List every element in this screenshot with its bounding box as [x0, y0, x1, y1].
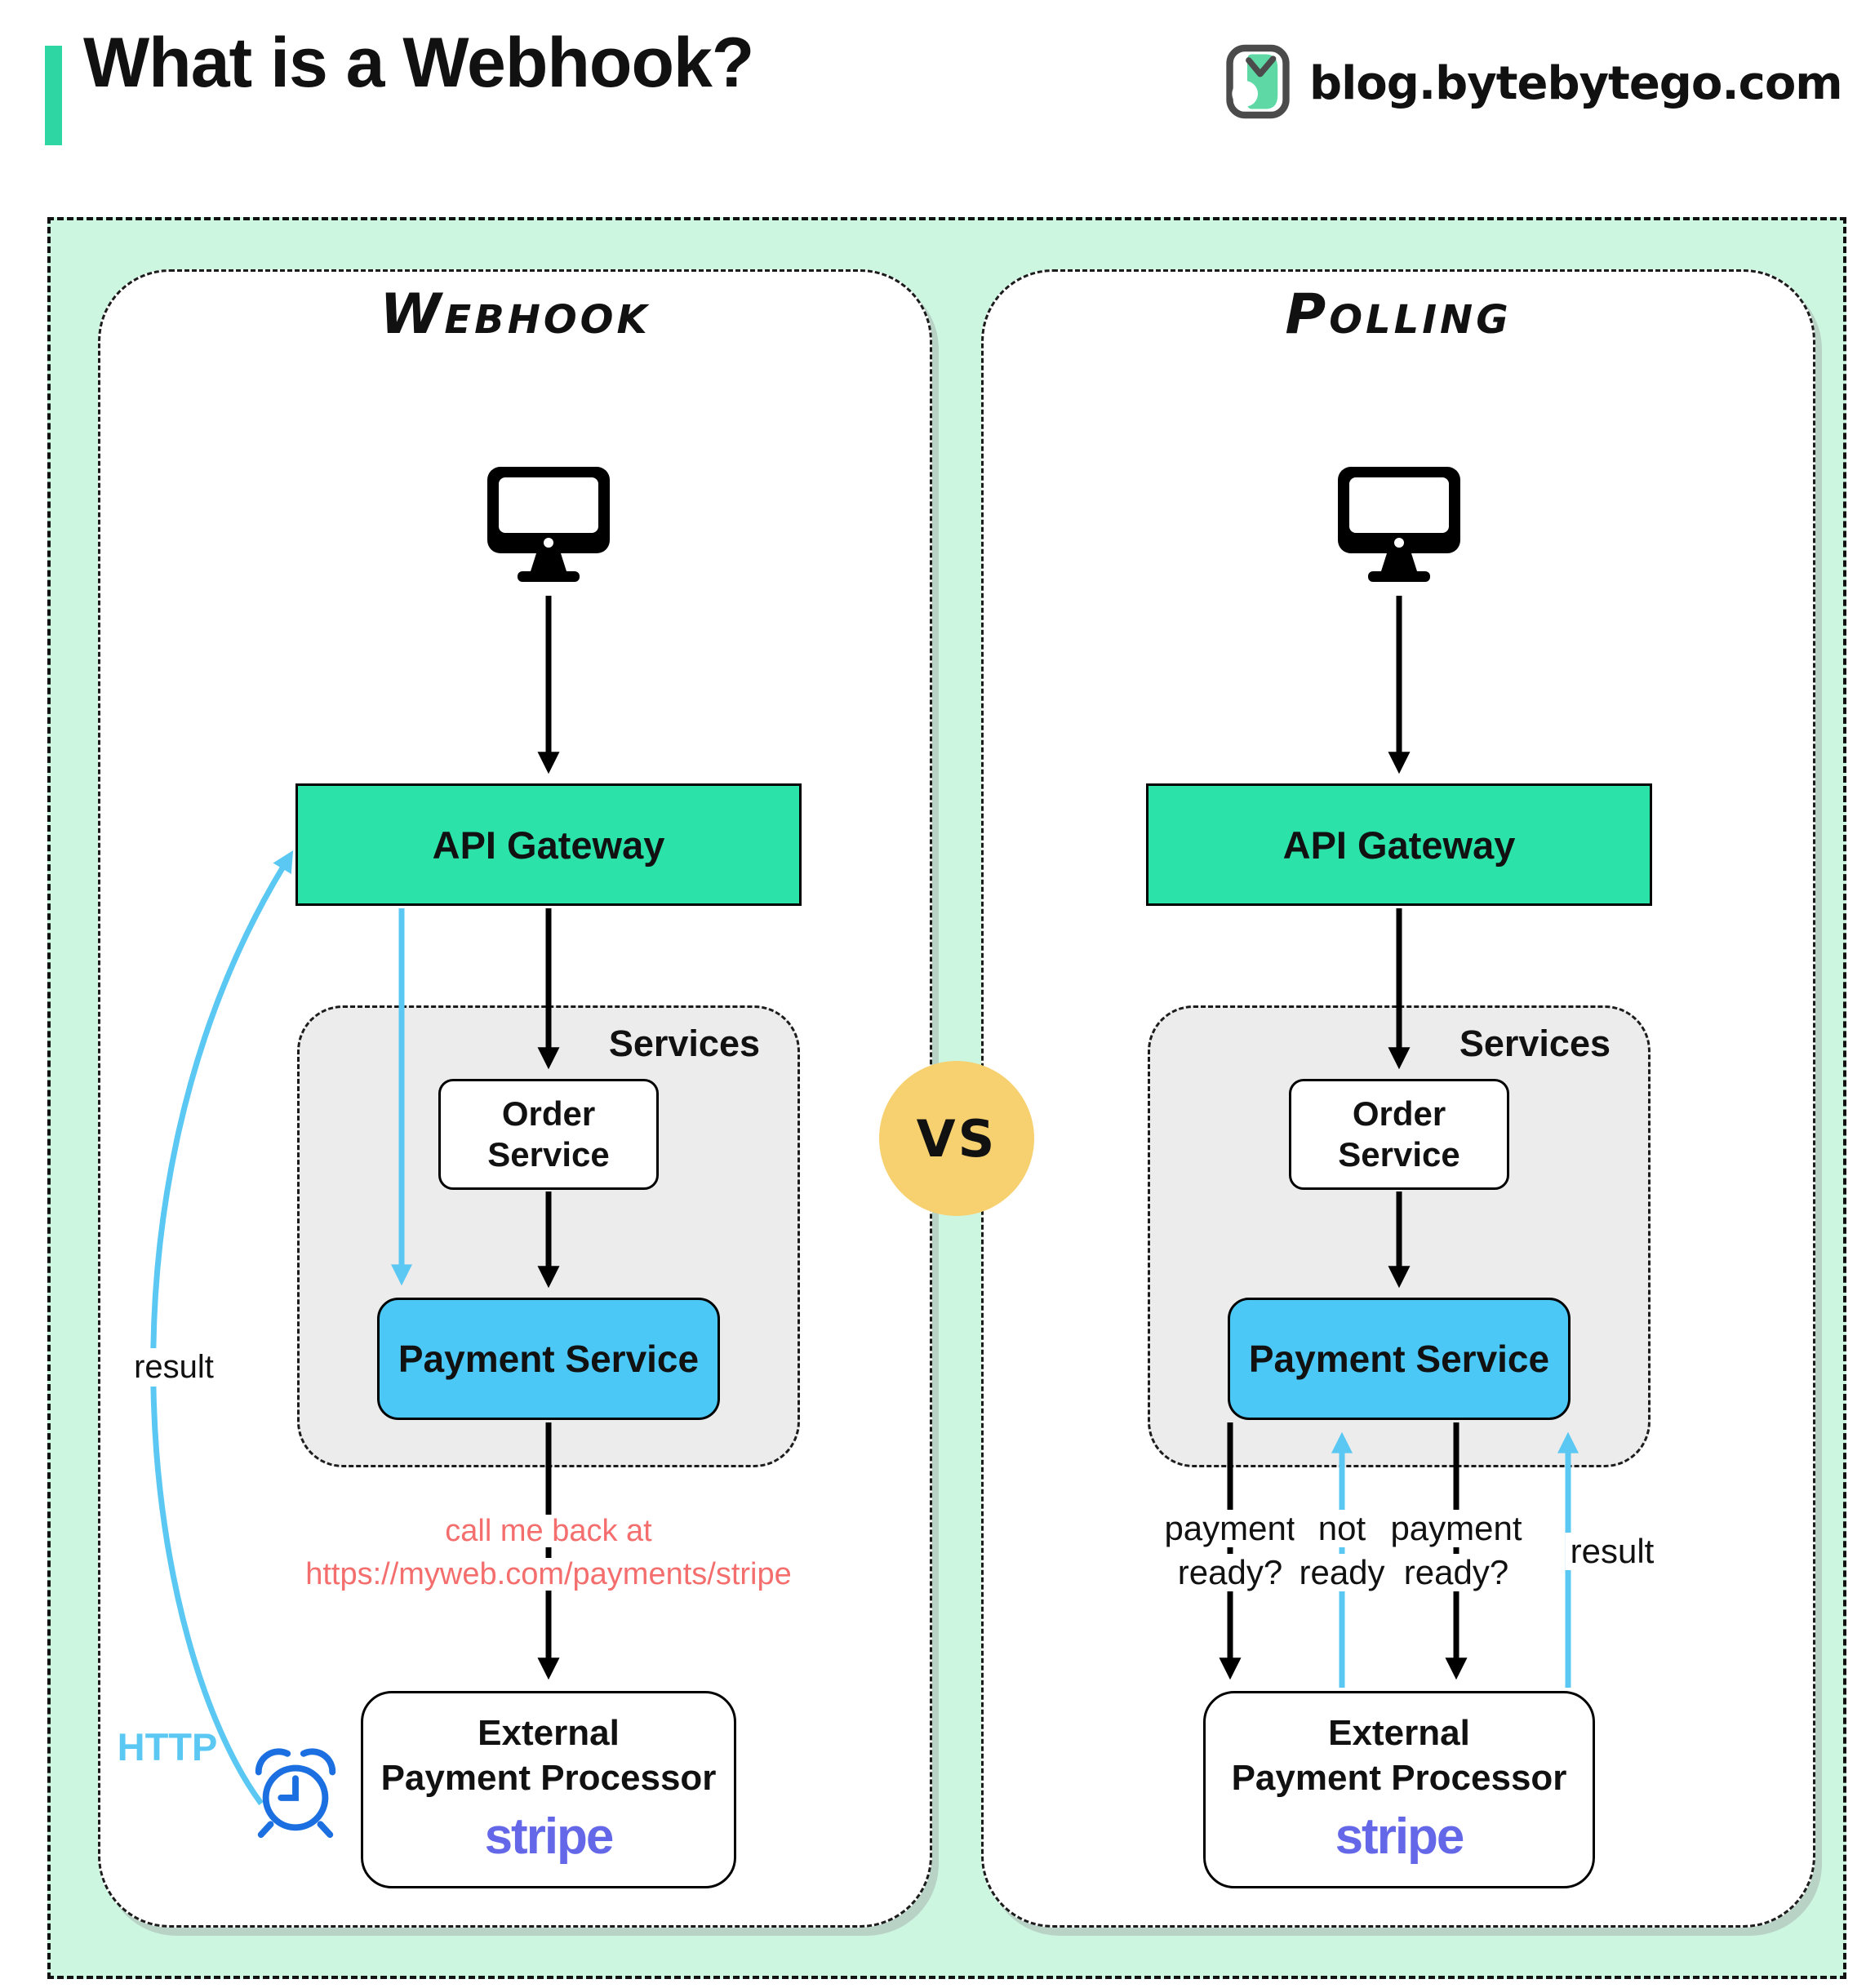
alarm-clock-icon	[247, 1745, 344, 1845]
polling-external-processor-box: External Payment Processor stripe	[1203, 1691, 1595, 1888]
polling-panel-title: Polling	[1285, 282, 1512, 347]
title-accent-bar	[45, 46, 62, 145]
webhook-order-service-box: Order Service	[438, 1079, 659, 1190]
polling-order-service-box: Order Service	[1289, 1079, 1509, 1190]
webhook-external-label-line2: Payment Processor	[380, 1758, 717, 1799]
polling-order-service-label-line1: Order	[1352, 1094, 1446, 1133]
bytebytego-logo-icon	[1224, 42, 1291, 125]
webhook-api-gateway-box: API Gateway	[295, 783, 802, 906]
stripe-logo: stripe	[484, 1808, 615, 1866]
vs-badge: VS	[879, 1061, 1034, 1216]
webhook-callback-annotation: call me back at https://myweb.com/paymen…	[299, 1515, 798, 1601]
polling-external-label-line1: External	[1328, 1713, 1470, 1754]
webhook-arrow-external-result-to-gateway	[150, 850, 294, 1806]
brand-url: blog.bytebytego.com	[1309, 57, 1843, 110]
webhook-payment-service-box: Payment Service	[377, 1298, 720, 1420]
brand: blog.bytebytego.com	[1224, 42, 1843, 125]
polling-api-gateway-box: API Gateway	[1146, 783, 1652, 906]
polling-label-payment-ready-2: payment ready?	[1385, 1510, 1527, 1598]
polling-services-label: Services	[1459, 1023, 1611, 1064]
webhook-api-gateway-label: API Gateway	[432, 823, 665, 867]
polling-api-gateway-label: API Gateway	[1282, 823, 1516, 867]
webhook-result-label: result	[127, 1348, 220, 1387]
polling-order-service-label-line2: Service	[1338, 1135, 1460, 1174]
polling-payment-service-box: Payment Service	[1228, 1298, 1571, 1420]
polling-label-payment-ready-1: payment ready?	[1159, 1510, 1301, 1598]
client-computer-icon	[1330, 467, 1468, 595]
polling-payment-service-label: Payment Service	[1248, 1338, 1550, 1380]
webhook-http-label: HTTP	[117, 1725, 218, 1768]
client-computer-icon	[479, 467, 618, 595]
webhook-payment-service-label: Payment Service	[398, 1338, 700, 1380]
webhook-external-processor-box: External Payment Processor stripe	[361, 1691, 736, 1888]
webhook-panel-title: Webhook	[380, 282, 651, 347]
webhook-external-label-line1: External	[478, 1713, 620, 1754]
stripe-logo: stripe	[1335, 1808, 1465, 1866]
callback-line1: call me back at	[299, 1515, 798, 1547]
webhook-order-service-label-line2: Service	[487, 1135, 610, 1174]
page-title: What is a Webhook?	[83, 24, 754, 102]
webhook-services-label: Services	[608, 1023, 760, 1064]
polling-external-label-line2: Payment Processor	[1231, 1758, 1567, 1799]
polling-label-result: result	[1565, 1533, 1659, 1577]
callback-line2: https://myweb.com/payments/stripe	[299, 1558, 798, 1591]
webhook-order-service-label-line1: Order	[501, 1094, 596, 1133]
polling-label-not-ready: not ready	[1294, 1510, 1390, 1598]
